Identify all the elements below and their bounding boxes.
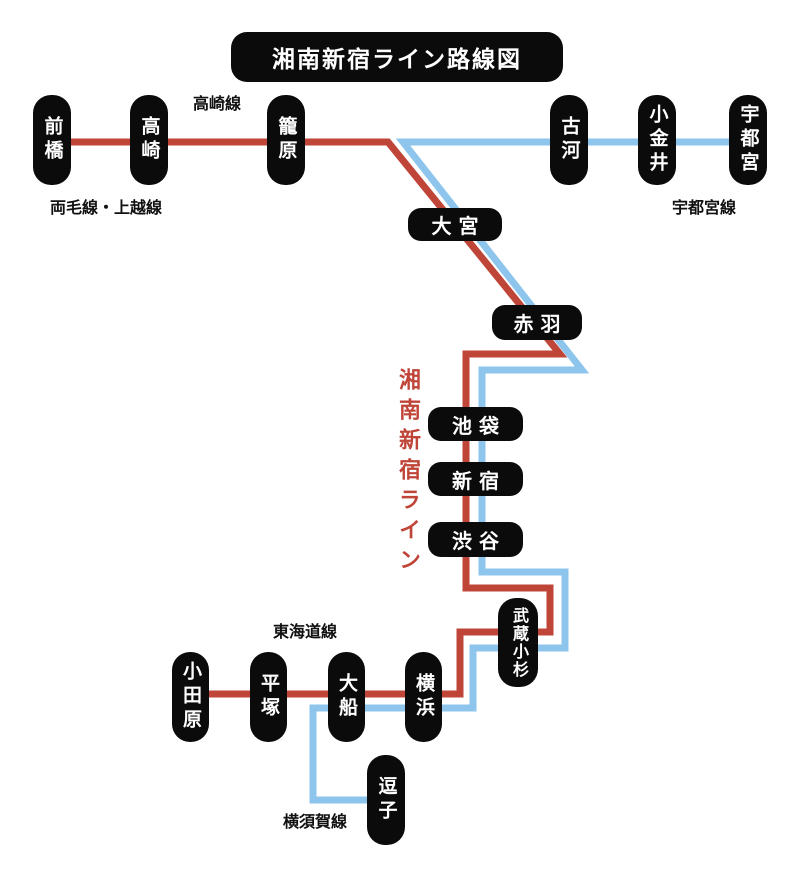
station-label: 新宿 — [452, 470, 506, 493]
map-title-text: 湘南新宿ライン路線図 — [272, 46, 522, 72]
map-title: 湘南新宿ライン路線図 — [231, 32, 563, 82]
station-kagohara: 籠原 — [267, 95, 305, 185]
station-label: 小田原 — [180, 661, 201, 733]
station-musashi-kosugi: 武蔵小杉 — [498, 598, 538, 687]
route-utsunomiya-yokosuka-blue — [309, 138, 748, 804]
station-label: 大宮 — [431, 216, 486, 238]
station-hiratsuka: 平塚 — [250, 652, 287, 742]
station-maebashi: 前橋 — [33, 95, 71, 185]
station-ofuna: 大船 — [328, 652, 365, 742]
station-omiya: 大宮 — [408, 208, 502, 241]
station-ikebukuro: 池袋 — [428, 407, 523, 441]
station-utsunomiya: 宇都宮 — [729, 95, 767, 185]
station-shibuya: 渋谷 — [428, 522, 523, 557]
line-label-takasaki-line: 高崎線 — [192, 96, 242, 113]
line-label-ryomo-joetsu-line: 両毛線・上越線 — [49, 200, 163, 217]
line-label-yokosuka-line: 横須賀線 — [282, 814, 348, 831]
station-yokohama: 横浜 — [405, 652, 442, 742]
station-label: 大船 — [336, 673, 357, 721]
station-koganei: 小金井 — [638, 95, 676, 185]
station-label: 宇都宮 — [737, 104, 759, 176]
station-label: 逗子 — [375, 776, 397, 824]
station-label: 小金井 — [646, 104, 668, 176]
station-label: 高崎 — [138, 116, 160, 164]
route-takasaki-tokaido-red — [52, 138, 568, 698]
line-label-utsunomiya-line: 宇都宮線 — [671, 200, 737, 217]
station-label: 横浜 — [413, 673, 434, 721]
station-label: 古河 — [558, 116, 580, 164]
station-akabane: 赤羽 — [492, 305, 582, 340]
station-label: 赤羽 — [513, 314, 568, 336]
station-label: 平塚 — [258, 673, 279, 721]
station-takasaki: 高崎 — [130, 95, 168, 185]
station-odawara: 小田原 — [172, 652, 209, 742]
line-label-tokaido-line: 東海道線 — [272, 624, 338, 641]
shonan-shinjuku-line-label: 湘南新宿ライン — [396, 368, 421, 578]
station-koga: 古河 — [550, 95, 588, 185]
station-label: 前橋 — [41, 116, 63, 164]
station-label: 池袋 — [452, 415, 506, 438]
station-label: 籠原 — [275, 116, 297, 164]
station-label: 渋谷 — [452, 531, 506, 553]
station-shinjuku: 新宿 — [428, 462, 523, 496]
station-label: 武蔵小杉 — [510, 606, 527, 679]
station-zushi: 逗子 — [367, 755, 405, 845]
